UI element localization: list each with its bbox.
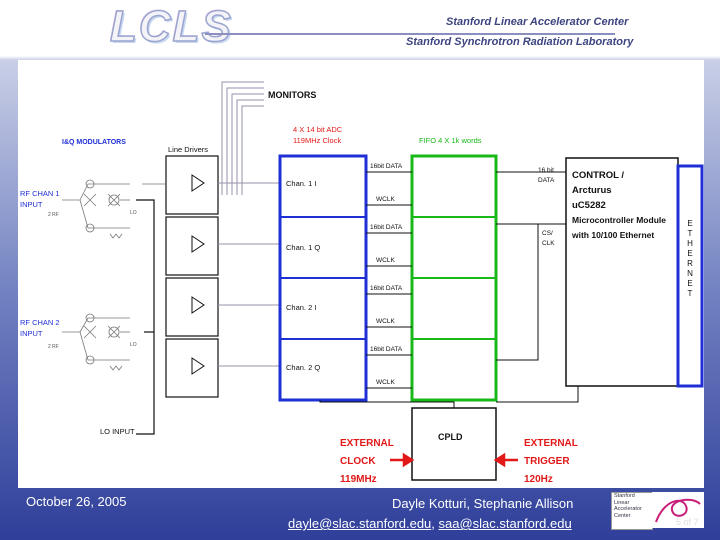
slac-logo-line-2: Linear	[614, 499, 630, 506]
chan-1i-label: Chan. 1 I	[286, 179, 316, 188]
ext-trigger-2: TRIGGER	[524, 456, 570, 467]
rf-chan1-input: INPUT	[20, 200, 43, 209]
ethernet-letter-6: N	[687, 269, 693, 278]
controller-line-5: with 10/100 Ethernet	[571, 230, 654, 240]
wclk-4: WCLK	[376, 379, 395, 386]
footer-authors: Dayle Kotturi, Stephanie Allison	[392, 496, 574, 511]
wclk-3: WCLK	[376, 318, 395, 325]
ethernet-letter-7: E	[687, 279, 692, 288]
ext-clock-3: 119MHz	[340, 474, 377, 485]
mixer-1	[62, 179, 166, 239]
driver-triangles	[191, 174, 205, 375]
controller-block	[565, 157, 679, 387]
controller-line-4: Microcontroller Module	[572, 215, 666, 225]
adc-fifo-lines	[366, 171, 412, 389]
driver-output-lines	[218, 182, 280, 367]
slac-swirl-icon	[652, 492, 704, 528]
lcls-logo: LCLS	[109, 1, 233, 52]
chan-2i-label: Chan. 2 I	[286, 303, 316, 312]
data16-2: 16bit DATA	[370, 224, 403, 231]
mixer-2	[62, 313, 130, 371]
controller-line-1: CONTROL /	[572, 170, 624, 181]
adc-label-2: 119MHz Clock	[293, 136, 341, 145]
footer-emails: dayle@slac.stanford.edu, saa@slac.stanfo…	[288, 516, 572, 531]
wclk-1: WCLK	[376, 196, 395, 203]
monitors-label: MONITORS	[268, 90, 316, 100]
header-divider	[205, 33, 615, 35]
org-line-2: Stanford Synchrotron Radiation Laborator…	[406, 36, 634, 48]
cpld-block	[411, 407, 497, 481]
page-number: 5 of 7	[676, 517, 699, 527]
ext-trigger-3: 120Hz	[524, 474, 553, 485]
chan-1q-label: Chan. 1 Q	[286, 243, 320, 252]
lo-distribution	[136, 199, 155, 435]
cpld-label: CPLD	[438, 432, 463, 442]
ext-trigger-1: EXTERNAL	[524, 438, 578, 449]
mixer-2-rf: 2 RF	[48, 344, 59, 350]
wclk-2: WCLK	[376, 257, 395, 264]
ext-arrows	[390, 452, 518, 468]
controller-line-2: Arcturus	[572, 185, 612, 196]
slac-logo-line-4: Center	[614, 512, 631, 519]
slide-header: LCLS Stanford Linear Accelerator Center …	[0, 0, 720, 56]
diagram-svg: MONITORS I&Q MODULATORS Line Drivers 4 X…	[20, 81, 704, 485]
ethernet-block	[676, 164, 704, 388]
data16-4: 16bit DATA	[370, 346, 403, 353]
email-link-2[interactable]: saa@slac.stanford.edu	[438, 516, 572, 531]
slac-logo: Stanford Linear Accelerator Center	[611, 492, 653, 530]
iq-modulators-label: I&Q MODULATORS	[62, 139, 126, 146]
block-diagram: MONITORS I&Q MODULATORS Line Drivers 4 X…	[18, 60, 704, 488]
data16-right-1: 16 bit	[538, 167, 554, 174]
ethernet-letter-5: R	[687, 259, 693, 268]
ethernet-letter-8: T	[688, 289, 693, 298]
adc-label-1: 4 X 14 bit ADC	[293, 125, 343, 134]
data16-right-2: DATA	[538, 177, 555, 184]
cs-label: CS/	[542, 230, 553, 237]
monitor-lines	[221, 81, 264, 195]
email-link-1[interactable]: dayle@slac.stanford.edu	[288, 516, 432, 531]
ethernet-letter-1: E	[687, 219, 692, 228]
email-separator: ,	[431, 516, 439, 531]
fifo-label: FIFO 4 X 1k words	[419, 136, 482, 145]
line-drivers-label: Line Drivers	[168, 145, 208, 154]
slac-logo-line-3: Accelerator	[614, 506, 642, 512]
ext-clock-2: CLOCK	[340, 456, 376, 467]
rf-chan2-label: RF CHAN 2	[20, 318, 60, 327]
mixer-1-rf: 2 RF	[48, 212, 59, 218]
cpld-lines	[319, 386, 579, 408]
org-line-1: Stanford Linear Accelerator Center	[446, 16, 629, 28]
ethernet-letter-3: H	[687, 239, 693, 248]
ext-clock-1: EXTERNAL	[340, 438, 394, 449]
mixer-1-lo: LO	[130, 210, 137, 216]
data16-1: 16bit DATA	[370, 163, 403, 170]
ethernet-letter-2: T	[688, 229, 693, 238]
data16-3: 16bit DATA	[370, 285, 403, 292]
clk-label: CLK	[542, 240, 555, 247]
lo-input-label: LO INPUT	[100, 427, 135, 436]
slac-logo-line-1: Stanford	[614, 493, 635, 499]
ethernet-letter-4: E	[687, 249, 692, 258]
chan-2q-label: Chan. 2 Q	[286, 363, 320, 372]
mixer-2-lo: LO	[130, 342, 137, 348]
rf-chan1-label: RF CHAN 1	[20, 189, 60, 198]
fifo-controller-lines	[496, 171, 566, 361]
rf-chan2-input: INPUT	[20, 329, 43, 338]
footer-date: October 26, 2005	[26, 494, 127, 509]
controller-line-3: uC5282	[572, 200, 606, 211]
